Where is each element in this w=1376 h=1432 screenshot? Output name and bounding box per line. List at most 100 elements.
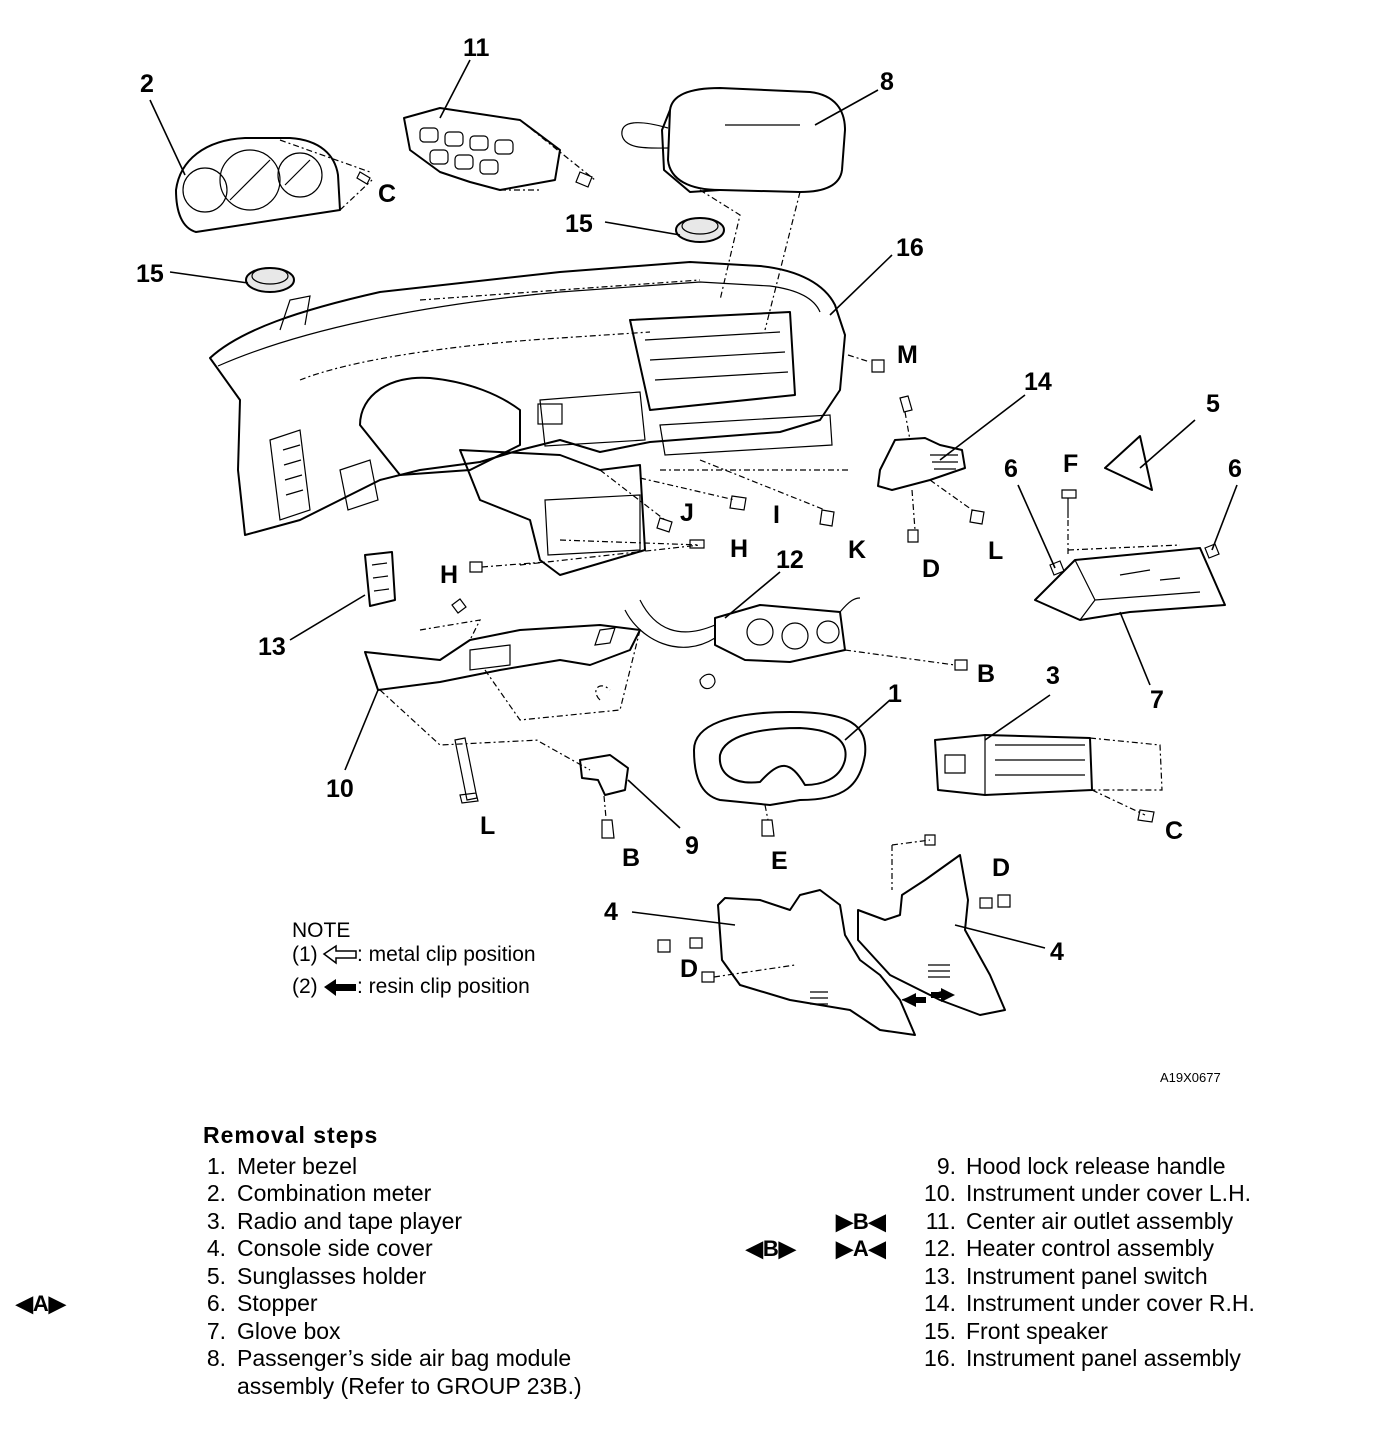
step-text: Glove box [237,1318,341,1344]
step-text: Instrument under cover R.H. [966,1290,1255,1316]
step-marker: ◀B▶ [746,1236,796,1261]
heater-control-part [624,597,968,671]
callout-label: 3 [1046,662,1060,690]
step-number: 1. [206,1153,226,1179]
callout-label: 1 [888,680,902,708]
resin-clip-arrow-icon [324,979,356,996]
radio-tape-player-part [934,734,1163,823]
callout-label: 6 [1004,455,1018,483]
callout-label: 13 [258,633,286,661]
console-side-cover-part [657,834,1011,1036]
callout-label: 16 [896,234,924,262]
exploded-view-diagram: 2 11 8 C 15 15 16 M 14 5 6 F 6 J I K D L… [136,34,1242,1085]
callout-label: 5 [1206,390,1220,418]
callout-label: 15 [565,210,593,238]
callout-label: D [992,854,1010,882]
callout-label: H [730,535,748,563]
step-text: Front speaker [966,1318,1108,1344]
step-text: Instrument under cover L.H. [966,1180,1252,1206]
step-text: assembly (Refer to GROUP 23B.) [237,1373,582,1399]
callout-label: B [977,660,995,688]
step-text: Sunglasses holder [237,1263,427,1289]
callout-label: E [771,847,788,875]
step-number: 11. [925,1208,956,1234]
meter-bezel-part [693,711,867,837]
callout-label: 14 [1024,368,1052,396]
removal-steps: Removal steps 1. Meter bezel 2. Combinat… [0,1120,1376,1420]
callout-label: 4 [1050,938,1064,966]
callout-label: F [1063,450,1078,478]
callout-label: D [680,955,698,983]
figure-code: A19X0677 [1160,1070,1221,1085]
callout-label: J [680,499,694,527]
step-number: 4. [206,1235,226,1261]
step-text: Hood lock release handle [966,1153,1226,1179]
metal-clip-arrow-icon [322,944,357,965]
step-number: 3. [206,1208,226,1234]
callout-label: 4 [604,898,618,926]
combination-meter-part [175,137,373,233]
removal-steps-title: Removal steps [203,1122,379,1148]
callout-label: 11 [463,34,490,62]
step-number: 2. [206,1180,226,1206]
callout-label: 12 [776,546,804,574]
step-text: Combination meter [237,1180,432,1206]
callout-label: B [622,844,640,872]
step-text: Center air outlet assembly [966,1208,1234,1234]
step-text: Passenger’s side air bag module [237,1345,572,1371]
callout-label: 15 [136,260,164,288]
note-metal-prefix: (1) [292,943,318,966]
instrument-panel-part [209,261,850,576]
callout-label: 9 [685,832,699,860]
callout-label: M [897,341,918,369]
step-marker: ◀A▶ [16,1291,66,1316]
front-speaker-part [245,217,725,293]
step-number: 9. [936,1153,956,1179]
step-number: 5. [206,1263,226,1289]
step-text: Meter bezel [237,1153,358,1179]
air-bag-module-part [621,87,846,331]
under-cover-rh-part [877,395,985,543]
callout-label: 2 [140,70,154,98]
callout-label: C [378,180,396,208]
step-number: 13. [924,1263,956,1289]
step-marker: ▶B◀ [836,1209,886,1234]
note-title: NOTE [292,919,350,942]
instrument-panel-switch-part [364,551,396,607]
step-number: 16. [924,1345,956,1371]
callout-label: 8 [880,68,894,96]
under-cover-lh-part [364,598,716,771]
step-text: Radio and tape player [237,1208,463,1234]
step-marker: ▶A◀ [836,1236,886,1261]
clip-arrows [902,988,955,1007]
hood-lock-release-part [579,754,629,839]
step-number: 8. [206,1345,226,1371]
leader-lines [149,59,1238,949]
fasteners-center [469,459,835,573]
step-number: 7. [206,1318,226,1344]
step-number: 12. [924,1235,956,1261]
step-text: Console side cover [237,1235,433,1261]
callout-label: L [988,537,1003,565]
callout-label: L [480,812,495,840]
note-resin-prefix: (2) [292,975,318,998]
clip-note: NOTE (1) : metal clip position (2) : res… [292,919,536,998]
center-air-outlet-part [403,107,596,191]
step-text: Stopper [237,1290,318,1316]
callout-label: 7 [1150,686,1164,714]
screw-m [847,354,885,373]
callout-label: K [848,536,866,564]
note-resin-text: : resin clip position [357,975,530,998]
bolt-l [454,737,479,804]
callout-label: C [1165,817,1183,845]
note-metal-text: : metal clip position [357,943,536,966]
step-number: 14. [924,1290,956,1316]
callout-label: 6 [1228,455,1242,483]
step-text: Heater control assembly [966,1235,1214,1261]
glove-box-part [1034,489,1226,621]
step-text: Instrument panel switch [966,1263,1208,1289]
step-number: 10. [924,1180,956,1206]
callout-label: I [773,501,780,529]
step-number: 6. [206,1290,226,1316]
step-number: 15. [924,1318,956,1344]
